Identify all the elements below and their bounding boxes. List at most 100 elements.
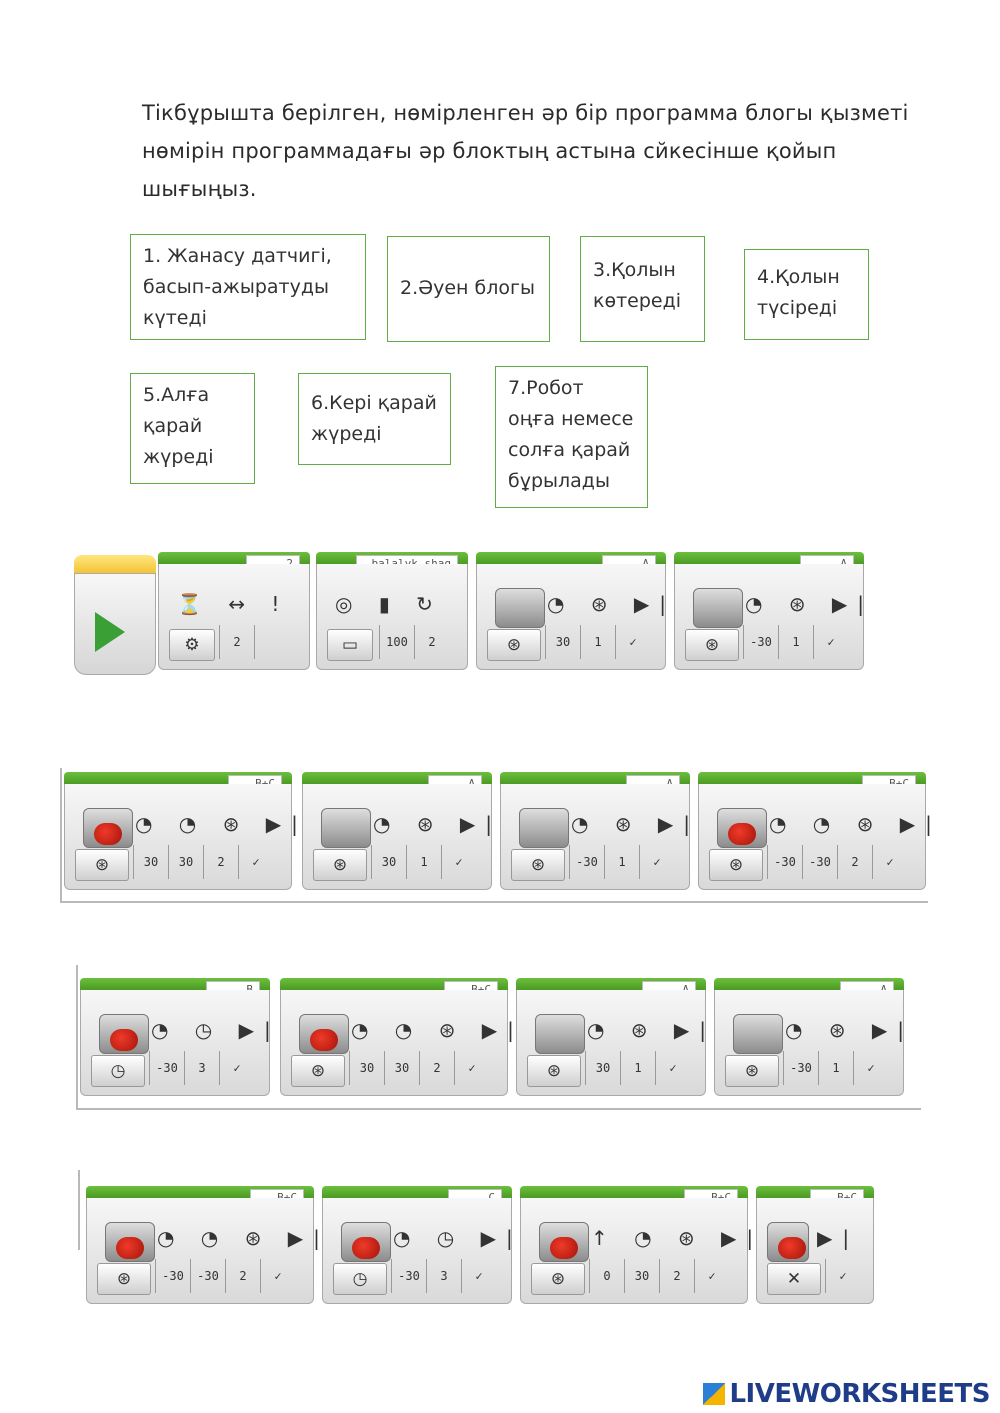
param[interactable]: -30 [391, 1259, 426, 1293]
medium-motor-icon [519, 808, 569, 848]
param[interactable]: -30 [802, 845, 837, 879]
medium-motor-block: A ◔ ⊛ ▶| ⊛ 301✓ [476, 552, 666, 670]
param[interactable]: ✓ [615, 625, 650, 659]
param[interactable]: 1 [620, 1051, 655, 1085]
param[interactable]: 2 [414, 625, 449, 659]
mode-selector[interactable]: ⚙ [169, 629, 215, 661]
param[interactable]: ✓ [219, 1051, 254, 1085]
param[interactable]: 30 [585, 1051, 620, 1085]
param[interactable]: 2 [219, 625, 254, 659]
param[interactable]: 3 [184, 1051, 219, 1085]
medium-motor-icon [535, 1014, 585, 1054]
mode-selector[interactable]: ⊛ [511, 849, 565, 881]
param[interactable]: 30 [624, 1259, 659, 1293]
answer-box-1: 1. Жанасу датчигі, басып-ажыратуды күтед… [130, 234, 366, 340]
param[interactable]: ✓ [853, 1051, 888, 1085]
block-icons: ◔ ◷ ▶| [393, 1226, 523, 1250]
mode-selector[interactable]: ✕ [767, 1263, 821, 1295]
param[interactable]: ✓ [825, 1259, 860, 1293]
param[interactable]: -30 [569, 845, 604, 879]
param[interactable]: 2 [659, 1259, 694, 1293]
param[interactable]: 1 [818, 1051, 853, 1085]
large-motor-icon [105, 1222, 155, 1262]
block-icons: ◔ ◔ ⊛ ▶| [157, 1226, 330, 1250]
answer-box-3: 3.Қолын көтереді [580, 236, 705, 342]
param[interactable]: 2 [203, 845, 238, 879]
param[interactable]: ✓ [655, 1051, 690, 1085]
param[interactable]: 30 [168, 845, 203, 879]
program-start-block [74, 555, 156, 675]
param[interactable]: -30 [190, 1259, 225, 1293]
param[interactable]: ✓ [872, 845, 907, 879]
block-icons: ⏳ ↔ ! [177, 592, 290, 616]
param[interactable]: ✓ [454, 1051, 489, 1085]
param[interactable]: -30 [743, 625, 778, 659]
liveworksheets-logo: LIVEWORKSHEETS [703, 1377, 990, 1411]
logo-icon [703, 1383, 726, 1405]
param[interactable]: -30 [767, 845, 802, 879]
param[interactable]: 1 [778, 625, 813, 659]
mode-selector[interactable]: ⊛ [709, 849, 763, 881]
mode-selector[interactable]: ▭ [327, 629, 373, 661]
param[interactable]: -30 [783, 1051, 818, 1085]
medium-motor-block: A ◔ ⊛ ▶| ⊛ -301✓ [674, 552, 864, 670]
medium-motor-block: A ◔ ⊛ ▶| ⊛ -301✓ [500, 772, 690, 890]
param[interactable]: ✓ [694, 1259, 729, 1293]
block-icons: ◔ ⊛ ▶| [571, 812, 701, 836]
mode-selector[interactable]: ⊛ [97, 1263, 151, 1295]
medium-motor-icon [733, 1014, 783, 1054]
param[interactable]: ✓ [238, 845, 273, 879]
mode-selector[interactable]: ◷ [91, 1055, 145, 1087]
mode-selector[interactable]: ⊛ [531, 1263, 585, 1295]
mode-selector[interactable]: ⊛ [527, 1055, 581, 1087]
mode-selector[interactable]: ⊛ [313, 849, 367, 881]
param[interactable]: 0 [589, 1259, 624, 1293]
medium-motor-icon [693, 588, 743, 628]
param[interactable]: ✓ [441, 845, 476, 879]
param[interactable]: 2 [225, 1259, 260, 1293]
mode-selector[interactable]: ⊛ [725, 1055, 779, 1087]
medium-motor-icon [495, 588, 545, 628]
param[interactable]: 30 [133, 845, 168, 879]
param[interactable]: -30 [149, 1051, 184, 1085]
param[interactable]: ✓ [813, 625, 848, 659]
param[interactable]: 30 [371, 845, 406, 879]
block-icons: ◔ ◔ ⊛ ▶| [351, 1018, 524, 1042]
param[interactable]: 100 [379, 625, 414, 659]
brand-text: LIVEWORKSHEETS [729, 1379, 990, 1409]
block-icons: ◔ ◔ ⊛ ▶| [135, 812, 308, 836]
mode-selector[interactable]: ⊛ [487, 629, 541, 661]
medium-motor-block: A ◔ ⊛ ▶| ⊛ 301✓ [516, 978, 706, 1096]
param[interactable]: 1 [580, 625, 615, 659]
param[interactable]: 1 [604, 845, 639, 879]
large-motor-icon [341, 1222, 391, 1262]
param[interactable] [254, 625, 289, 659]
block-icons: ↑ ◔ ⊛ ▶| [591, 1226, 764, 1250]
answer-box-2: 2.Әуен блогы [387, 236, 550, 342]
param[interactable]: ✓ [639, 845, 674, 879]
touch-sensor-wait-block: 2 ⏳ ↔ ! ⚙ 2 [158, 552, 310, 670]
param[interactable]: 3 [426, 1259, 461, 1293]
param[interactable]: 2 [837, 845, 872, 879]
mode-selector[interactable]: ◷ [333, 1263, 387, 1295]
param[interactable]: ✓ [461, 1259, 496, 1293]
param[interactable]: 30 [349, 1051, 384, 1085]
param[interactable]: ✓ [260, 1259, 295, 1293]
move-tank-block: B+C ◔ ◔ ⊛ ▶| ⊛ -30-302✓ [698, 772, 932, 890]
mode-selector[interactable]: ⊛ [75, 849, 129, 881]
param[interactable]: 1 [406, 845, 441, 879]
block-icons: ◔ ⊛ ▶| [547, 592, 677, 616]
answer-box-6: 6.Кері қарай жүреді [298, 373, 451, 465]
mode-selector[interactable]: ⊛ [291, 1055, 345, 1087]
block-icons: ◔ ⊛ ▶| [745, 592, 875, 616]
param[interactable]: 30 [545, 625, 580, 659]
param[interactable]: 30 [384, 1051, 419, 1085]
instruction-line-1: Тікбұрышта берілген, нөмірленген әр бір … [142, 101, 909, 125]
param[interactable]: 2 [419, 1051, 454, 1085]
param[interactable]: -30 [155, 1259, 190, 1293]
mode-selector[interactable]: ⊛ [685, 629, 739, 661]
play-icon [95, 612, 125, 652]
